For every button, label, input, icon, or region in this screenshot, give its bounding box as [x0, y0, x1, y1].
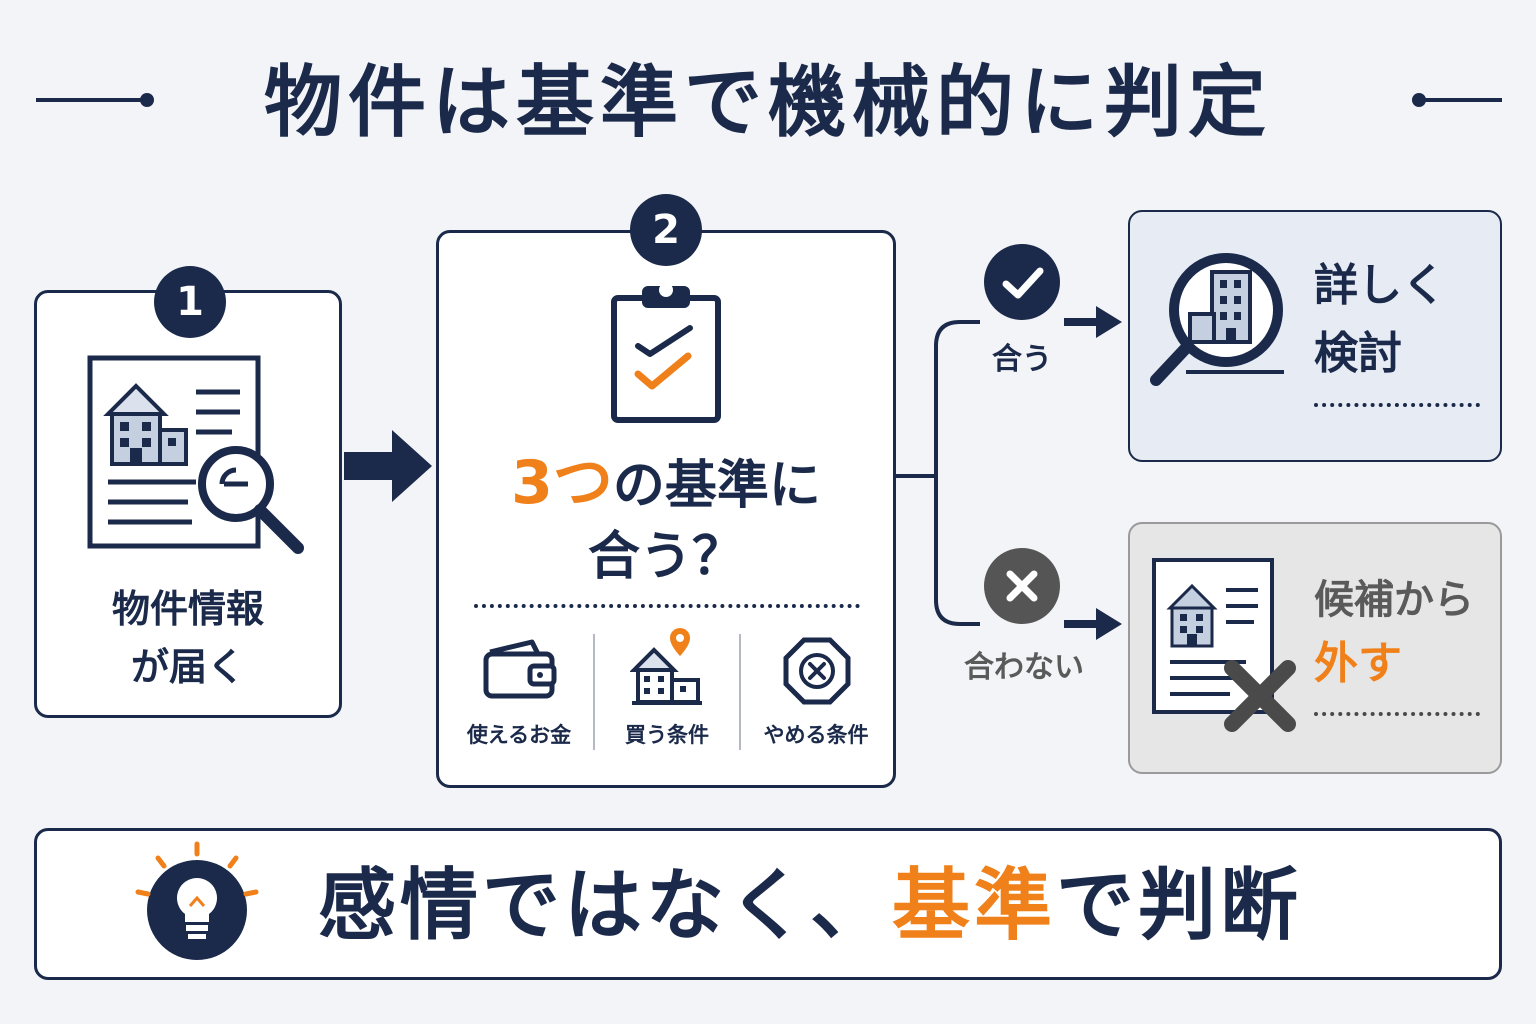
- bottom-banner: [34, 828, 1502, 980]
- step1-label-line1: 物件情報: [111, 587, 264, 631]
- criteria-label-buy: 買う条件: [625, 723, 709, 747]
- yes-result-line1: 詳しく: [1314, 260, 1446, 311]
- building-search-icon: [1150, 253, 1284, 386]
- step1-number-badge: 1: [154, 266, 226, 338]
- flow-arrow-icon: [344, 430, 432, 502]
- no-status-circle: [984, 548, 1060, 624]
- yes-result-line2: 検討: [1314, 328, 1402, 379]
- step2-number-badge: 2: [630, 194, 702, 266]
- branch-connector: [896, 306, 1122, 640]
- title-rule-left: [36, 98, 144, 102]
- step1-label-line2: が届く: [130, 645, 245, 689]
- yes-branch-label: 合う: [992, 342, 1052, 377]
- question-rest: の基準に: [612, 456, 821, 516]
- title-rule-right: [1418, 98, 1502, 102]
- bottom-text-before: 感情ではなく、: [318, 861, 893, 951]
- bottom-message: 感情ではなく、基準で判断: [318, 846, 1302, 966]
- step2-question-line1: 3つの基準に: [436, 446, 896, 523]
- bottom-text-accent: 基準: [892, 861, 1057, 951]
- check-icon: [1002, 267, 1044, 299]
- step2-question-line2: 合う？: [587, 527, 744, 587]
- no-result-line2: 外す: [1314, 638, 1402, 689]
- criteria-separator: [593, 634, 595, 750]
- no-result-divider: [1314, 712, 1480, 716]
- criteria-label-money: 使えるお金: [466, 723, 572, 747]
- criteria-separator: [739, 634, 741, 750]
- property-document-search-icon: [87, 355, 304, 554]
- no-result-line1: 候補から: [1314, 577, 1474, 623]
- building-pin-icon: [630, 628, 702, 705]
- clipboard-check-icon: [611, 283, 721, 423]
- wallet-icon: [483, 639, 557, 699]
- document-rejected-icon: [1152, 558, 1296, 732]
- yes-status-circle: [984, 244, 1060, 320]
- page-title: 物件は基準で機械的に判定: [263, 58, 1272, 148]
- step2-divider: [474, 604, 860, 608]
- no-branch-label: 合わない: [964, 650, 1084, 685]
- yes-result-divider: [1314, 403, 1480, 407]
- cross-icon: [1006, 570, 1038, 602]
- question-accent: 3つ: [511, 448, 613, 518]
- lightbulb-icon: [135, 841, 259, 960]
- criteria-label-stop: やめる条件: [763, 723, 869, 747]
- x-octagon-icon: [783, 637, 851, 705]
- title-dot-left: [140, 93, 154, 107]
- bottom-text-after: で判断: [1056, 861, 1303, 951]
